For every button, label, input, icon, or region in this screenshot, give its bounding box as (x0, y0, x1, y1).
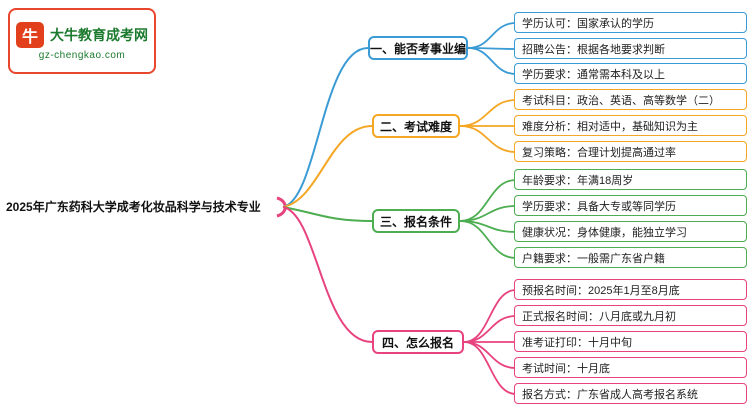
leaf-node: 预报名时间：2025年1月至8月底 (514, 279, 747, 300)
leaf-node: 招聘公告：根据各地要求判断 (514, 38, 747, 59)
branch-node-employment: 一、能否考事业编 (368, 36, 468, 60)
leaf-node: 考试时间：十月底 (514, 357, 747, 378)
leaf-node: 复习策略：合理计划提高通过率 (514, 141, 747, 162)
logo-domain: gz-chengkao.com (38, 49, 126, 61)
leaf-node: 年龄要求：年满18周岁 (514, 169, 747, 190)
bull-logo-icon: 牛 (16, 21, 44, 48)
leaf-node: 难度分析：相对适中，基础知识为主 (514, 115, 747, 136)
leaf-node: 学历认可：国家承认的学历 (514, 12, 747, 33)
leaf-node: 考试科目：政治、英语、高等数学（二） (514, 89, 747, 110)
branch-node-how-to-apply: 四、怎么报名 (372, 330, 464, 354)
logo-row: 牛 大牛教育成考网 (16, 21, 148, 48)
site-logo: 牛 大牛教育成考网 gz-chengkao.com (8, 8, 156, 74)
branch-node-difficulty: 二、考试难度 (372, 114, 460, 138)
leaf-node: 户籍要求：一般需广东省户籍 (514, 247, 747, 268)
leaf-node: 报名方式：广东省成人高考报名系统 (514, 383, 747, 404)
main-topic: 2025年广东药科大学成考化妆品科学与技术专业 (6, 200, 261, 214)
logo-title: 大牛教育成考网 (50, 26, 148, 43)
leaf-node: 正式报名时间：八月底或九月初 (514, 305, 747, 326)
leaf-node: 健康状况：身体健康，能独立学习 (514, 221, 747, 242)
leaf-node: 准考证打印：十月中旬 (514, 331, 747, 352)
leaf-node: 学历要求：具备大专或等同学历 (514, 195, 747, 216)
leaf-node: 学历要求：通常需本科及以上 (514, 63, 747, 84)
branch-node-requirements: 三、报名条件 (372, 209, 460, 233)
